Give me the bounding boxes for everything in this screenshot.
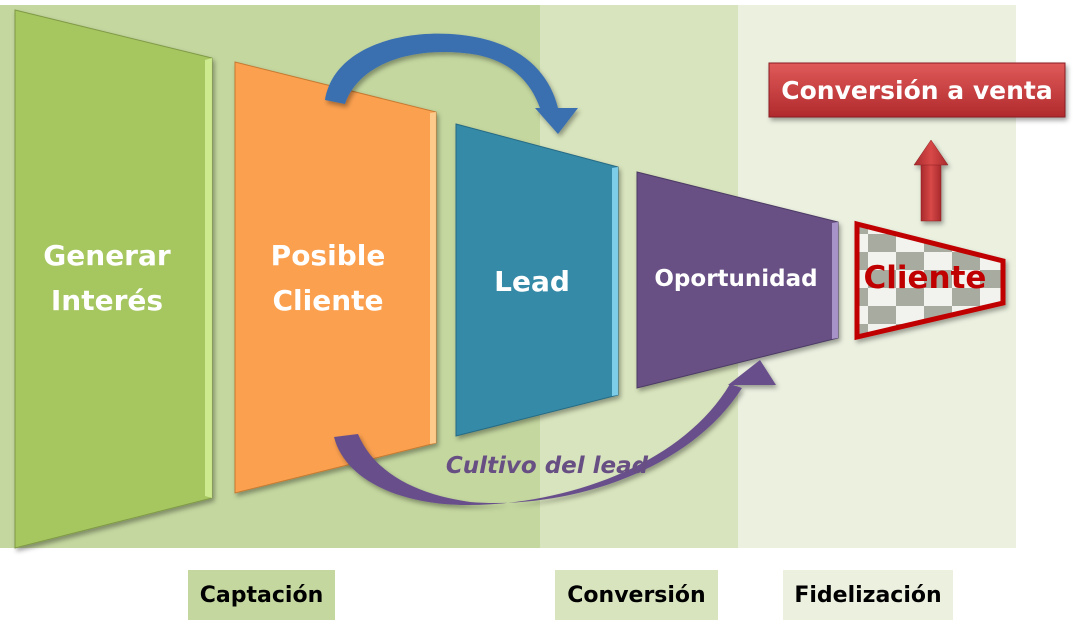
phase-label-captacion: Captación [188, 570, 335, 620]
top-curved-arrow [325, 33, 578, 134]
stage-label-oportunidad: Oportunidad [654, 266, 817, 292]
stage-posible-cliente [234, 61, 437, 494]
conversion-a-venta-box [768, 62, 1066, 118]
up-arrow-icon [913, 139, 949, 222]
phase-label-fidelizacion: Fidelización [783, 570, 953, 620]
bottom-curved-arrow [334, 360, 776, 505]
stage-lead [455, 123, 619, 437]
phase-label-conversion: Conversión [555, 570, 718, 620]
stage-label-cliente: Cliente [864, 260, 987, 296]
stage-oportunidad [636, 171, 839, 389]
stage-label-generar-line2: Interés [51, 284, 163, 317]
stage-label-generar-line1: Generar [43, 239, 171, 272]
stage-label-lead: Lead [494, 265, 570, 298]
cultivo-del-lead-label: Cultivo del lead [446, 453, 649, 479]
stage-label-posible-line1: Posible [271, 239, 386, 272]
stage-generar-interes [14, 9, 213, 549]
conversion-a-venta-label: Conversión a venta [781, 76, 1052, 105]
stage-cliente [854, 220, 1006, 341]
stage-label-posible-line2: Cliente [272, 284, 383, 317]
